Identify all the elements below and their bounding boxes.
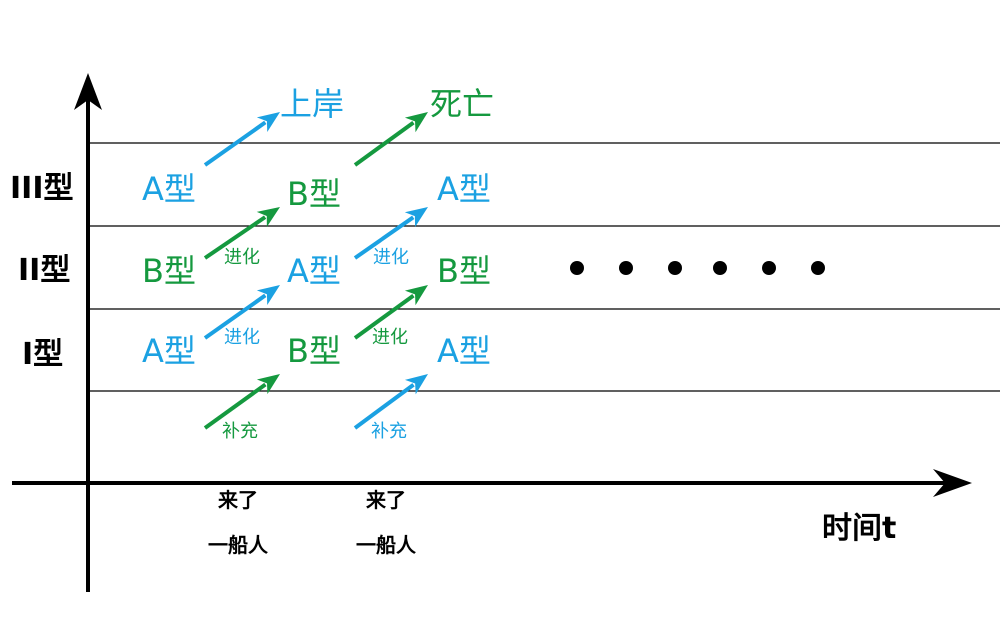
x-axis-label: 时间t	[822, 511, 896, 546]
type-cell: A型	[287, 252, 341, 290]
arrow	[203, 207, 280, 260]
x-axis-arrowhead	[933, 469, 972, 497]
evolve-label: 进化	[224, 247, 260, 268]
arrow	[353, 112, 428, 167]
type-cell: A型	[437, 170, 491, 208]
row-label: II型	[18, 253, 70, 288]
continuation-dot	[668, 261, 682, 275]
y-axis-arrowhead	[74, 73, 102, 110]
type-cell: A型	[142, 170, 196, 208]
row-label: I型	[22, 337, 63, 372]
arrival-label-line2: 一船人	[208, 533, 269, 557]
arrow	[353, 207, 428, 260]
continuation-dot	[762, 261, 776, 275]
arrow	[353, 374, 428, 430]
type-cell: B型	[287, 175, 341, 213]
arrow	[203, 285, 280, 340]
supply-label: 补充	[222, 421, 258, 442]
type-cell: B型	[142, 252, 196, 290]
row-label: III型	[10, 171, 74, 206]
type-cell: B型	[437, 252, 491, 290]
arrival-label-line1: 来了	[217, 488, 258, 512]
continuation-dot	[619, 261, 633, 275]
outcome-right: 死亡	[430, 85, 494, 123]
arrow	[203, 112, 280, 167]
continuation-dot	[811, 261, 825, 275]
evolve-label: 进化	[373, 247, 409, 268]
arrival-label-line1: 来了	[365, 488, 406, 512]
evolve-label: 进化	[372, 327, 408, 348]
outcome-left: 上岸	[280, 85, 344, 123]
type-cell: A型	[142, 332, 196, 370]
evolve-label: 进化	[224, 327, 260, 348]
continuation-dot	[570, 261, 584, 275]
grid-lines	[90, 142, 1000, 392]
arrival-label-line2: 一船人	[356, 533, 417, 557]
y-axis	[74, 73, 102, 592]
arrow	[203, 374, 280, 430]
supply-label: 补充	[371, 421, 407, 442]
x-axis	[12, 469, 972, 497]
type-cell: B型	[287, 332, 341, 370]
type-cell: A型	[437, 332, 491, 370]
continuation-dot	[713, 261, 727, 275]
arrow	[353, 285, 428, 340]
